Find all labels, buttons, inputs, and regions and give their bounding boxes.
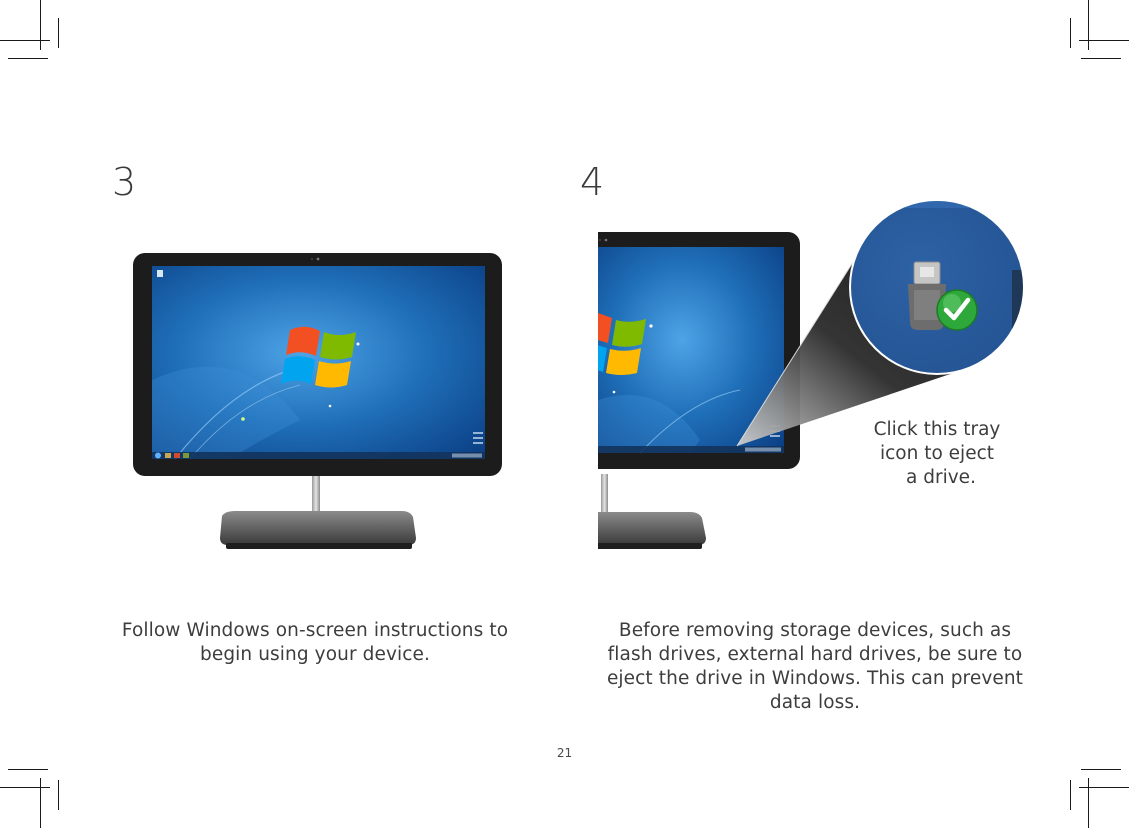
page-number: 21 xyxy=(0,746,1129,760)
monitor-illustration-step-4 xyxy=(560,232,800,549)
tray-callout-text: Click this tray icon to eject a drive. xyxy=(852,418,1022,490)
caption-line: flash drives, external hard drives, be s… xyxy=(585,643,1045,667)
monitor-illustration-step-3 xyxy=(133,253,502,549)
caption-line: eject the drive in Windows. This can pre… xyxy=(585,667,1045,691)
step-4-caption: Before removing storage devices, such as… xyxy=(585,619,1045,715)
caption-line: data loss. xyxy=(585,691,1045,715)
caption-line: begin using your device. xyxy=(100,643,530,667)
callout-line: Click this tray xyxy=(852,418,1022,442)
callout-line: a drive. xyxy=(852,466,1022,490)
callout-line: icon to eject xyxy=(852,442,1022,466)
caption-line: Before removing storage devices, such as xyxy=(585,619,1045,643)
step-3-caption: Follow Windows on-screen instructions to… xyxy=(100,619,530,667)
caption-line: Follow Windows on-screen instructions to xyxy=(100,619,530,643)
